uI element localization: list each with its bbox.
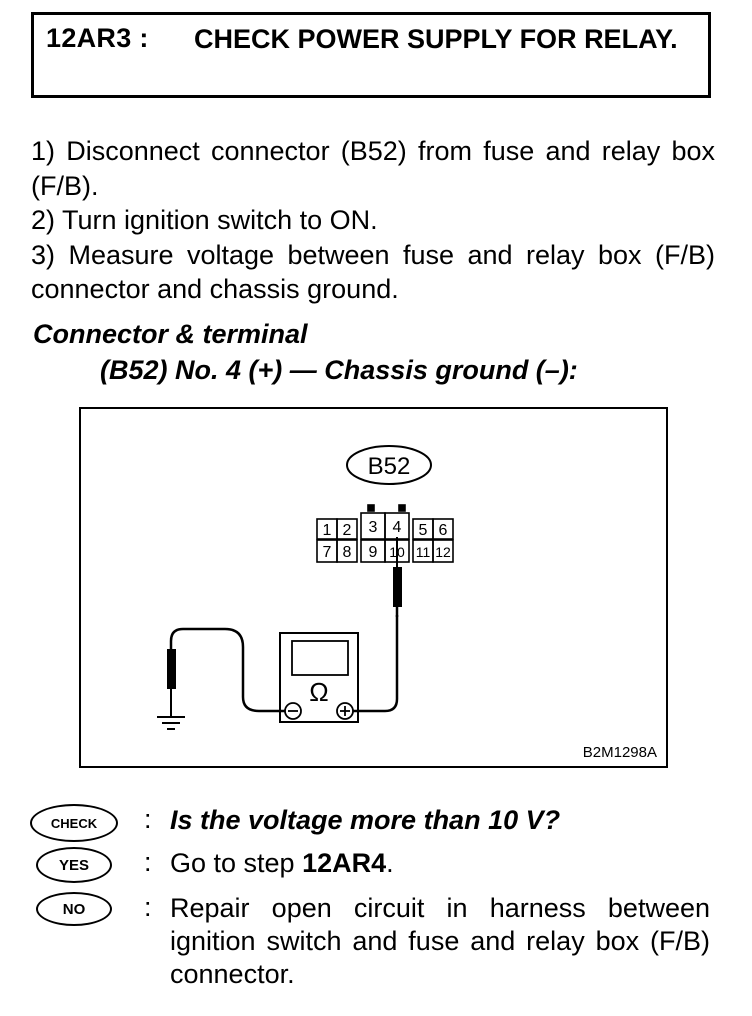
check-question: Is the voltage more than 10 V? <box>170 805 561 835</box>
terminal-label-11: 11 <box>416 544 431 560</box>
voltmeter: Ω <box>279 632 359 723</box>
yes-answer: Go to step 12AR4. <box>170 847 710 880</box>
voltmeter-display <box>291 640 349 676</box>
yes-colon: : <box>144 847 152 877</box>
connector-tab <box>398 504 406 512</box>
terminal-cell-12 <box>432 539 454 563</box>
yes-row: YES : Go to step 12AR4. <box>30 847 720 887</box>
no-colon: : <box>144 892 152 922</box>
connector-tab <box>367 504 375 512</box>
wiring-figure: B52 1 2 3 4 5 6 7 <box>79 407 668 768</box>
terminal-cell-2 <box>336 518 358 540</box>
procedure-step-3: 3) Measure voltage between fuse and rela… <box>31 239 715 305</box>
terminal-label-9: 9 <box>369 544 378 561</box>
step-header-box: 12AR3 : CHECK POWER SUPPLY FOR RELAY. <box>31 12 711 98</box>
step-code: 12AR3 : <box>46 23 149 53</box>
check-badge: CHECK <box>30 804 118 842</box>
terminal-label-6: 6 <box>439 522 448 539</box>
connector-heading: Connector & terminal <box>33 319 308 349</box>
wiring-diagram: B52 1 2 3 4 5 6 7 <box>157 445 657 761</box>
connector-terminal-spec: (B52) No. 4 (+) — Chassis ground (–): <box>100 355 578 385</box>
terminal-cell-6 <box>432 518 454 540</box>
no-row: NO : Repair open circuit in harness betw… <box>30 892 720 1002</box>
terminal-label-7: 7 <box>323 544 332 561</box>
step-title: CHECK POWER SUPPLY FOR RELAY. <box>194 24 678 54</box>
negative-probe <box>167 649 176 717</box>
terminal-label-2: 2 <box>343 522 352 539</box>
procedure-step-1: 1) Disconnect connector (B52) from fuse … <box>31 136 715 201</box>
terminal-label-8: 8 <box>343 544 352 561</box>
terminal-label-12: 12 <box>435 544 451 560</box>
connector-label-ellipse <box>346 445 432 485</box>
terminal-cell-8 <box>336 539 358 563</box>
connector-label: B52 <box>368 453 411 480</box>
terminal-label-4: 4 <box>393 519 402 536</box>
figure-code: B2M1298A <box>583 744 657 761</box>
procedure-steps: 1) Disconnect connector (B52) from fuse … <box>31 134 715 307</box>
yes-badge: YES <box>36 847 112 883</box>
terminal-label-1: 1 <box>323 522 332 539</box>
positive-lead-wire <box>351 615 399 713</box>
check-row: CHECK : Is the voltage more than 10 V? <box>30 804 720 844</box>
procedure-step-2: 2) Turn ignition switch to ON. <box>31 205 378 235</box>
ground-icon <box>157 716 185 730</box>
negative-lead-wire <box>169 627 285 713</box>
yes-suffix: . <box>386 848 394 878</box>
terminal-label-3: 3 <box>369 519 378 536</box>
terminal-label-5: 5 <box>419 522 428 539</box>
no-answer: Repair open circuit in harness between i… <box>170 893 710 989</box>
yes-step-link: 12AR4 <box>302 848 387 878</box>
yes-prefix: Go to step <box>170 848 303 878</box>
no-badge: NO <box>36 892 112 926</box>
check-colon: : <box>144 804 152 834</box>
connector-b52 <box>316 504 454 563</box>
ohm-symbol: Ω <box>309 677 328 707</box>
